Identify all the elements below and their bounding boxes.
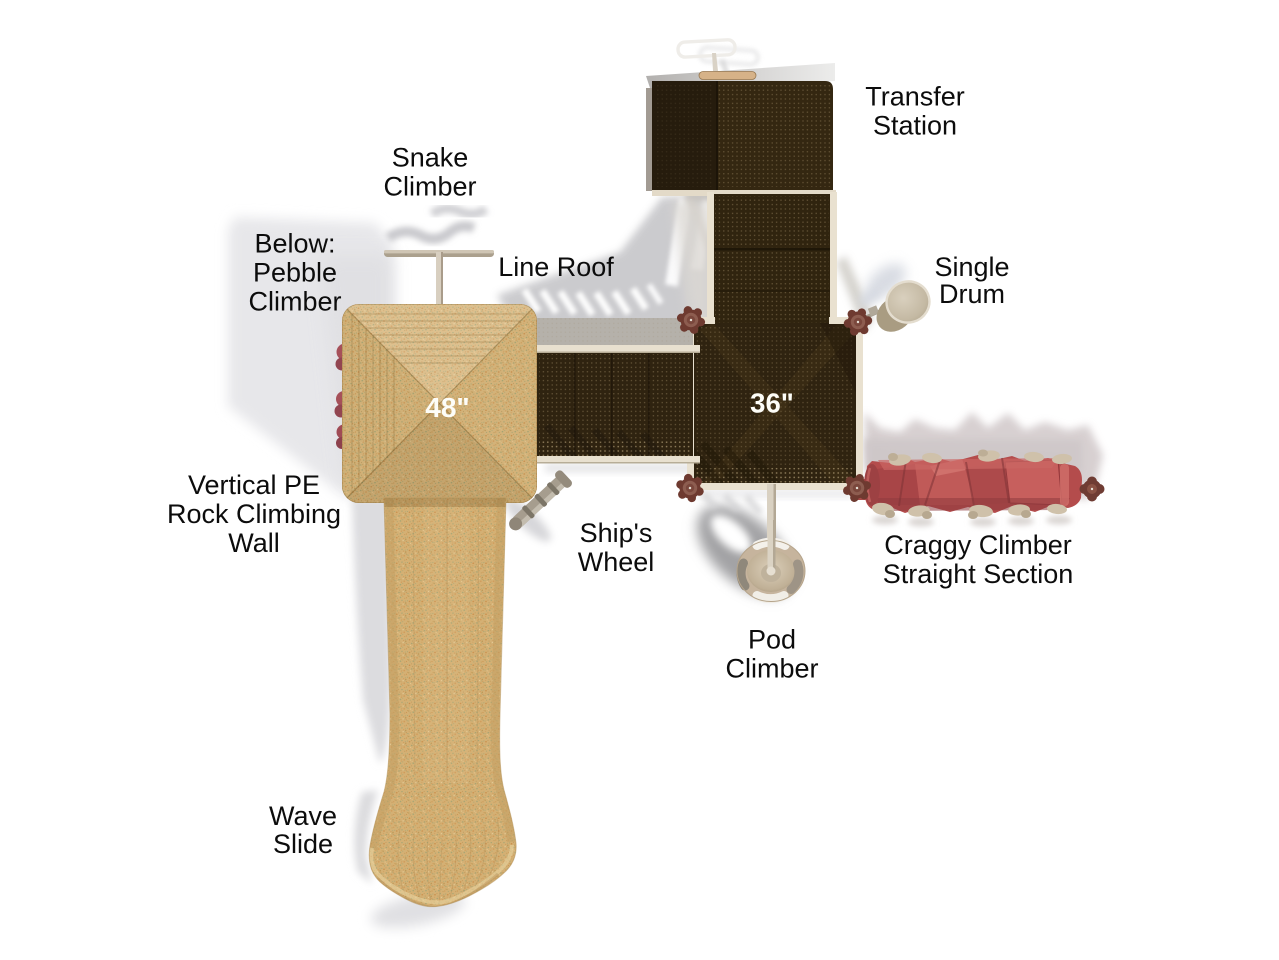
svg-text:36": 36": [750, 388, 794, 419]
svg-text:Pebble: Pebble: [253, 258, 337, 288]
svg-text:Drum: Drum: [939, 279, 1005, 309]
svg-text:Below:: Below:: [254, 229, 335, 259]
svg-text:Pod: Pod: [748, 625, 796, 655]
svg-text:Line Roof: Line Roof: [498, 252, 614, 282]
svg-text:Station: Station: [873, 111, 957, 141]
svg-text:Single: Single: [934, 252, 1009, 282]
svg-text:Climber: Climber: [248, 287, 341, 317]
svg-text:Slide: Slide: [273, 829, 333, 859]
svg-text:Rock Climbing: Rock Climbing: [167, 499, 341, 529]
svg-text:Wall: Wall: [228, 528, 280, 558]
svg-text:Transfer: Transfer: [865, 82, 965, 112]
svg-text:Climber: Climber: [383, 172, 476, 202]
svg-text:48": 48": [425, 392, 469, 423]
svg-text:Snake: Snake: [392, 143, 469, 173]
svg-text:Wave: Wave: [269, 801, 337, 831]
svg-text:Vertical PE: Vertical PE: [188, 470, 320, 500]
svg-text:Ship's: Ship's: [580, 518, 653, 548]
svg-text:Climber: Climber: [725, 654, 818, 684]
svg-text:Wheel: Wheel: [578, 547, 655, 577]
svg-text:Straight Section: Straight Section: [883, 559, 1074, 589]
svg-text:Craggy Climber: Craggy Climber: [884, 530, 1072, 560]
